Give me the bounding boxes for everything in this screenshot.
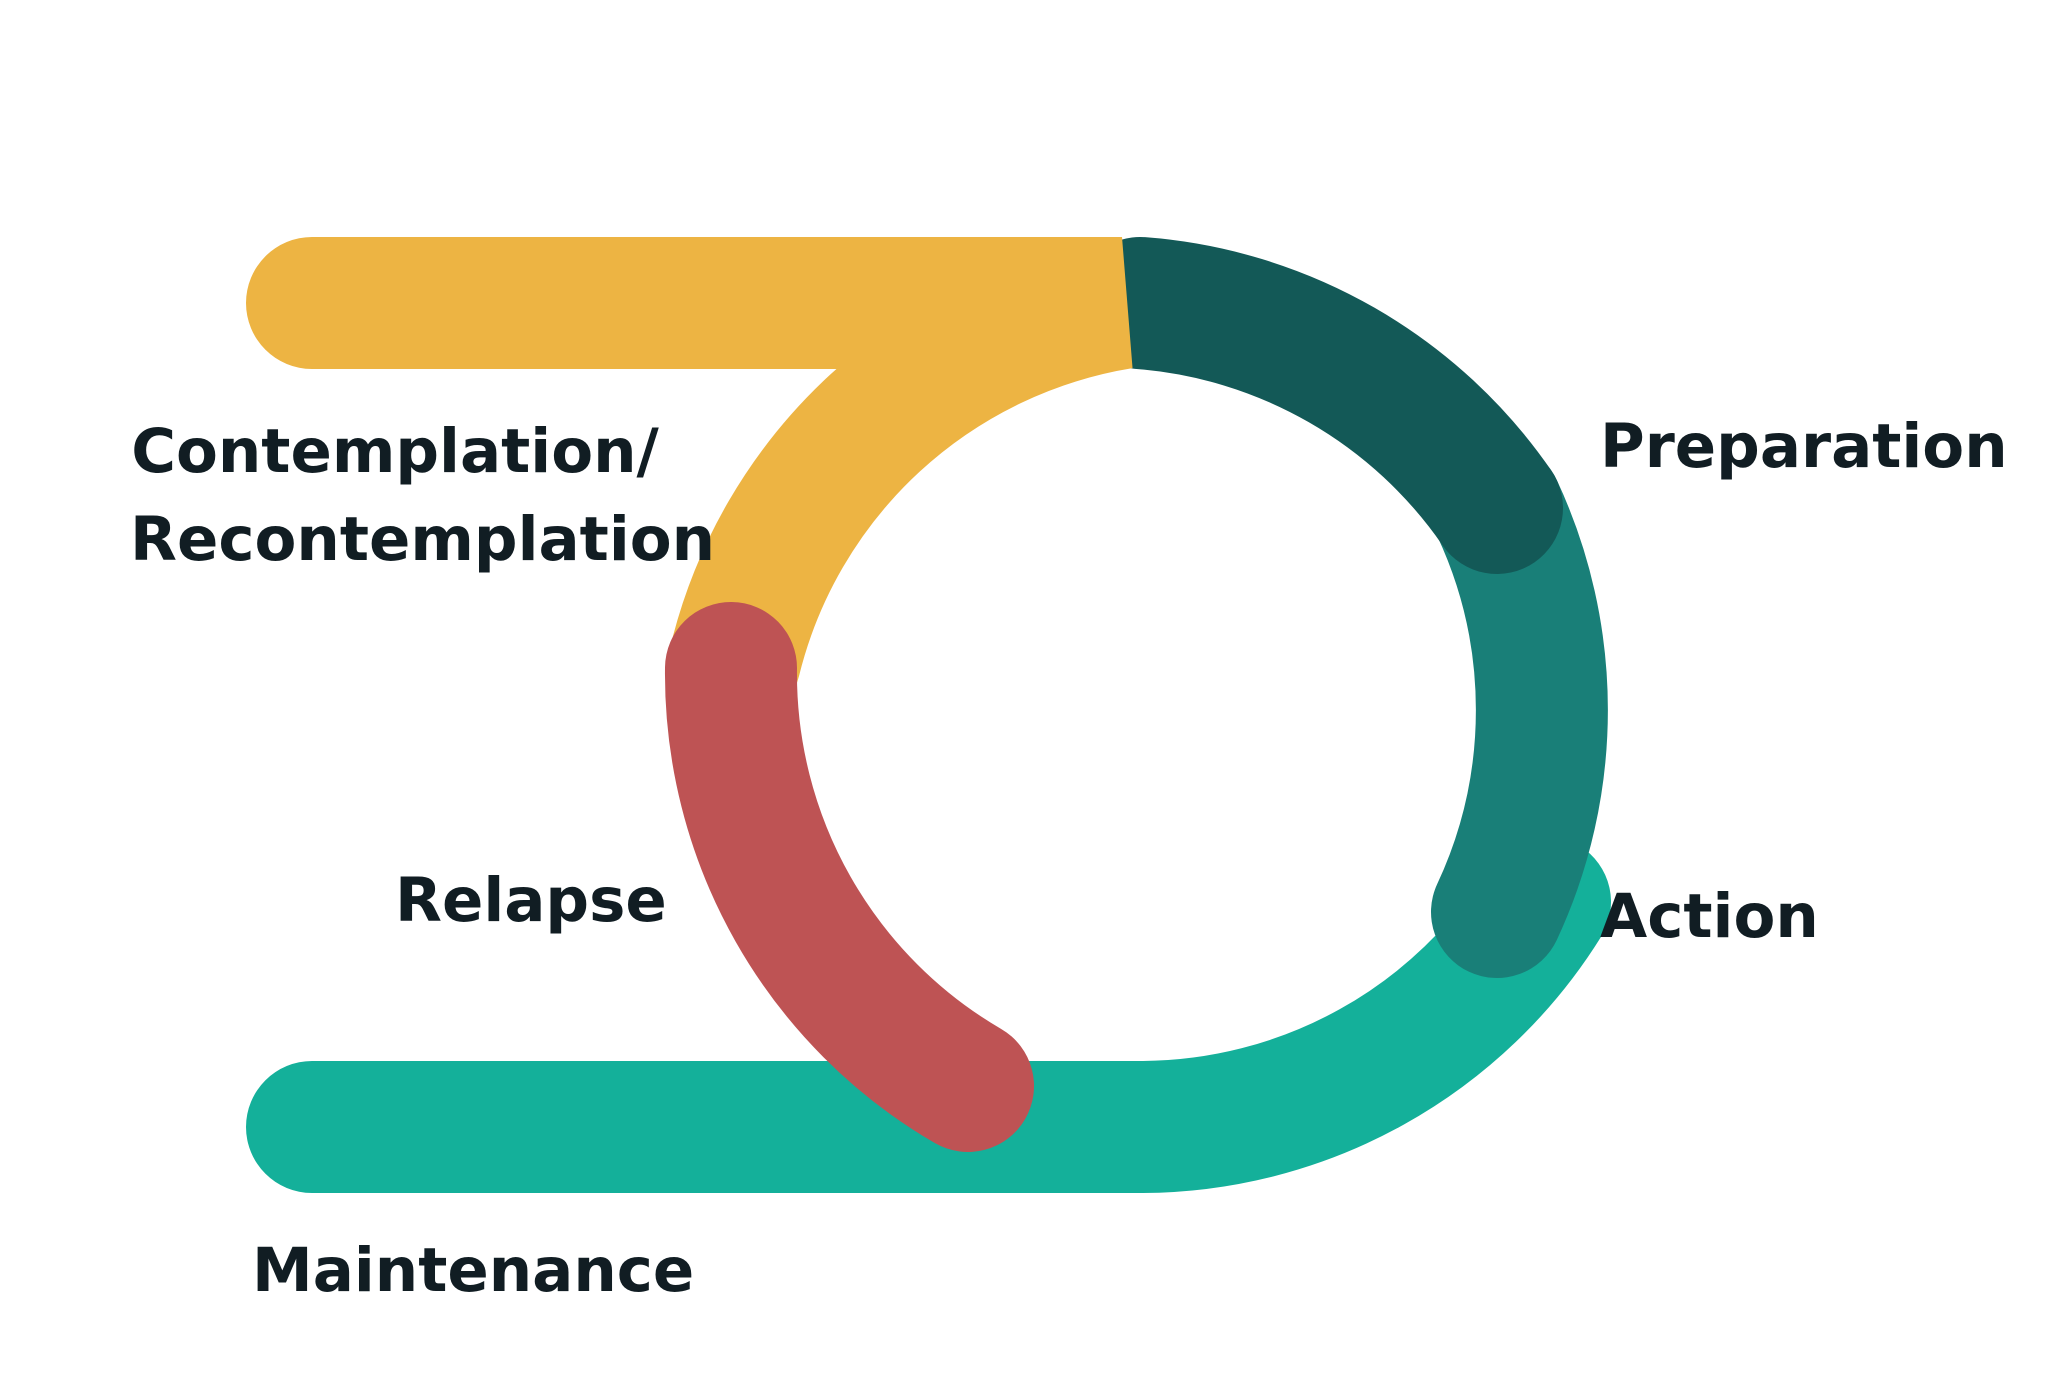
relapse-label: Relapse — [395, 865, 667, 936]
contemplation-label: Contemplation/ Recontemplation — [130, 408, 716, 584]
action-label: Action — [1600, 881, 1819, 952]
relapse-segment — [664, 602, 1034, 1152]
maintenance-label: Maintenance — [252, 1235, 695, 1306]
preparation-label: Preparation — [1600, 411, 2008, 482]
contemplation-label-line1: Contemplation/ — [131, 416, 659, 487]
preparation-segment — [1074, 237, 1563, 574]
contemplation-label-line2: Recontemplation — [130, 504, 716, 575]
contemplation-segment — [246, 237, 1134, 726]
